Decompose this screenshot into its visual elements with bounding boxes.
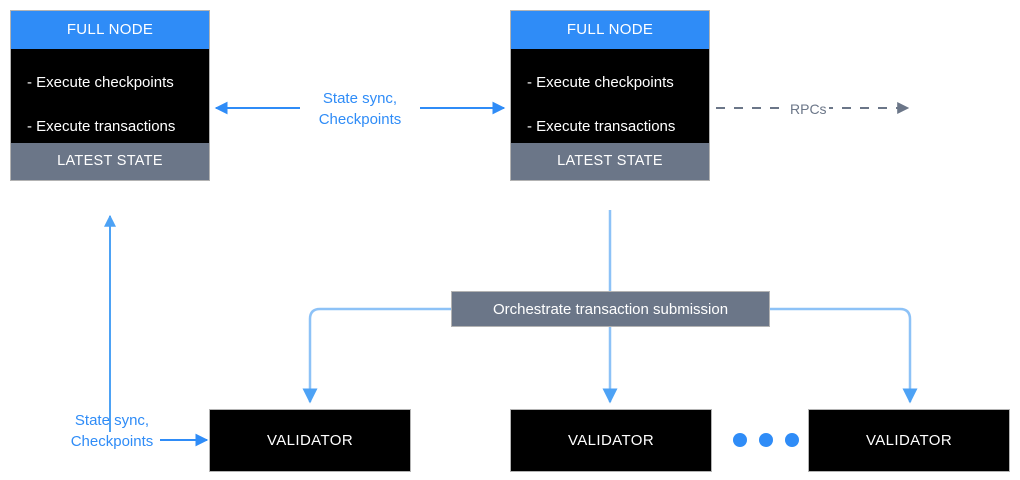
full-node-2-bullet-1: - Execute checkpoints	[527, 74, 674, 91]
edge-orchestrate-to-validator-1	[302, 307, 451, 404]
edge-label-state-sync-between-nodes: State sync, Checkpoints	[300, 88, 420, 130]
ellipsis-dot-1	[733, 433, 747, 447]
full-node-2[interactable]: FULL NODE - Execute checkpoints - Execut…	[510, 10, 710, 181]
full-node-2-bullet-2: - Execute transactions	[527, 118, 676, 135]
edge-label-state-sync-to-validator: State sync, Checkpoints	[56, 410, 168, 452]
validator-1-label: VALIDATOR	[266, 432, 354, 449]
validator-1[interactable]: VALIDATOR	[209, 409, 411, 472]
full-node-1-bullet-2: - Execute transactions	[27, 118, 176, 135]
full-node-1-body: - Execute checkpoints - Execute transact…	[11, 49, 209, 143]
full-node-2-header: FULL NODE	[511, 11, 709, 49]
validator-3[interactable]: VALIDATOR	[808, 409, 1010, 472]
full-node-1-header: FULL NODE	[11, 11, 209, 49]
edge-label-rpcs: RPCs	[788, 99, 829, 120]
edge-label-state-sync-line2: Checkpoints	[318, 111, 402, 128]
edge-orchestrate-to-validator-3	[770, 307, 918, 404]
full-node-1-bullet-1: - Execute checkpoints	[27, 74, 174, 91]
full-node-2-footer: LATEST STATE	[511, 143, 709, 180]
validator-2-label: VALIDATOR	[567, 432, 655, 449]
orchestrate-label: Orchestrate transaction submission	[492, 300, 729, 318]
edge-label-state-sync-line1: State sync,	[322, 90, 398, 107]
full-node-1-footer: LATEST STATE	[11, 143, 209, 180]
validator-3-label: VALIDATOR	[865, 432, 953, 449]
ellipsis-dot-3	[785, 433, 799, 447]
more-validators-ellipsis	[733, 433, 799, 447]
ellipsis-dot-2	[759, 433, 773, 447]
edge-label-state-sync-validator-line1: State sync,	[74, 412, 150, 429]
orchestrate-transaction-bar[interactable]: Orchestrate transaction submission	[451, 291, 770, 327]
validator-2[interactable]: VALIDATOR	[510, 409, 712, 472]
full-node-1[interactable]: FULL NODE - Execute checkpoints - Execut…	[10, 10, 210, 181]
full-node-2-body: - Execute checkpoints - Execute transact…	[511, 49, 709, 143]
edge-label-state-sync-validator-line2: Checkpoints	[70, 433, 154, 450]
